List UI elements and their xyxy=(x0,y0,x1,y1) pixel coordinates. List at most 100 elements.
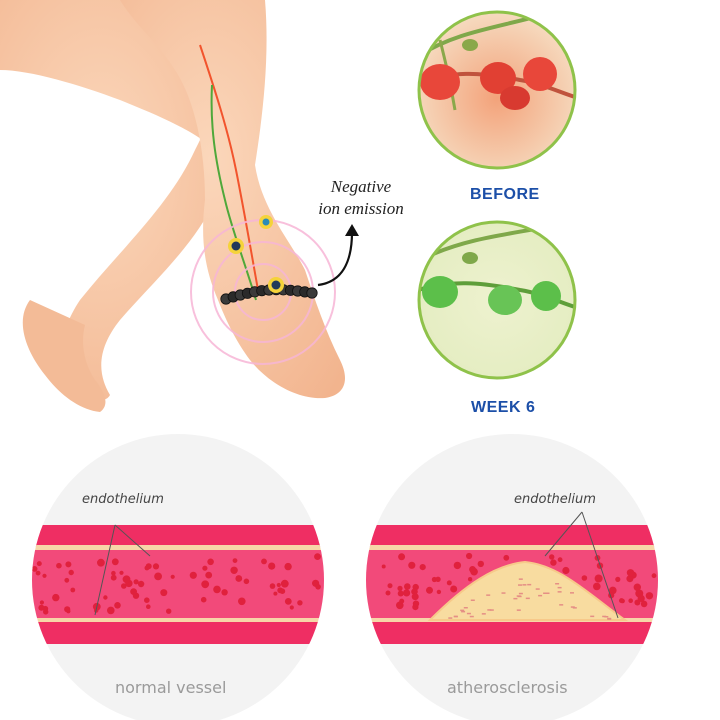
blood-cell xyxy=(268,562,276,570)
blood-cell xyxy=(435,576,441,582)
blood-cell xyxy=(70,587,76,593)
plaque-fleck xyxy=(448,617,453,619)
vein-line xyxy=(210,84,257,301)
week6-label: WEEK 6 xyxy=(471,399,536,416)
plaque-fleck xyxy=(460,609,465,612)
blood-cell xyxy=(408,561,416,569)
blood-cell xyxy=(144,597,150,603)
blood-cell xyxy=(284,562,292,571)
endothelium-label-normal: endothelium xyxy=(82,492,164,507)
plaque-fleck xyxy=(572,607,577,609)
plaque-fleck xyxy=(518,578,523,580)
front-leg xyxy=(120,0,345,399)
blood-cell xyxy=(633,583,641,591)
blood-cell xyxy=(419,564,426,571)
plaque-fleck xyxy=(513,597,518,600)
atherosclerosis-caption: atherosclerosis xyxy=(447,678,568,697)
blood-cell xyxy=(230,566,238,574)
blood-cell xyxy=(626,569,635,577)
blood-cell xyxy=(205,571,213,579)
blood-cell xyxy=(64,606,71,613)
blood-cell xyxy=(381,564,386,569)
blood-cell xyxy=(549,554,555,560)
blood-cell xyxy=(411,593,419,601)
blood-cell xyxy=(557,557,563,563)
blood-cell xyxy=(284,598,292,605)
plaque-fleck xyxy=(525,597,530,600)
blood-cell xyxy=(144,565,150,571)
blood-cell xyxy=(152,563,160,570)
back-leg xyxy=(0,0,250,401)
blood-cell xyxy=(619,598,624,604)
plaque-fleck xyxy=(489,609,494,611)
blood-cell xyxy=(133,579,139,585)
plaque-fleck xyxy=(543,592,548,594)
plaque-fleck xyxy=(470,599,475,601)
plaque-fleck xyxy=(557,591,562,593)
blood-cell xyxy=(207,558,214,566)
blood-cell xyxy=(52,593,60,602)
blood-cell xyxy=(243,578,250,585)
blood-cell xyxy=(477,560,484,568)
blood-cell xyxy=(297,600,303,606)
blood-cell xyxy=(466,552,473,560)
blood-cell xyxy=(122,575,131,584)
blood-cell xyxy=(314,553,321,560)
ion-label-line1: Negative xyxy=(330,177,392,196)
plaque-fleck xyxy=(518,584,522,586)
plaque-fleck xyxy=(559,604,564,606)
blood-cell xyxy=(446,580,452,586)
blood-cell xyxy=(469,566,476,573)
blood-cell xyxy=(64,577,70,583)
blood-cell xyxy=(403,589,411,597)
plaque-fleck xyxy=(570,592,574,594)
blood-cell xyxy=(121,583,127,589)
blood-cell xyxy=(289,605,294,610)
blood-cell xyxy=(238,597,246,606)
ion-label-line2: ion emission xyxy=(318,199,404,218)
ion-emission-label: Negative ion emission xyxy=(306,176,416,220)
plaque-fleck xyxy=(501,592,506,594)
plaque xyxy=(427,560,629,621)
plaque-fleck xyxy=(535,588,540,590)
plaque-fleck xyxy=(518,592,523,595)
blood-cell xyxy=(581,575,588,581)
blood-cell xyxy=(315,584,321,590)
blood-cell xyxy=(68,569,74,576)
blood-cell xyxy=(280,579,289,588)
blood-cell xyxy=(651,573,657,579)
plaque-fleck xyxy=(461,610,466,613)
blood-cell xyxy=(111,570,116,576)
normal-vessel-panel xyxy=(32,434,324,720)
blood-cell xyxy=(42,573,47,578)
blood-cell xyxy=(279,588,286,594)
ion-particle-icon xyxy=(259,215,273,229)
plaque-fleck xyxy=(463,607,468,609)
blood-cell xyxy=(397,585,403,592)
blood-cell xyxy=(114,602,121,609)
blood-cell xyxy=(398,553,406,561)
normal-vessel-caption: normal vessel xyxy=(115,678,227,697)
blood-cell xyxy=(276,582,281,588)
blood-cell xyxy=(645,592,654,600)
blood-cell xyxy=(36,561,42,567)
blood-cell xyxy=(39,600,45,605)
blood-cell xyxy=(562,566,570,575)
blood-cell xyxy=(235,575,243,582)
blood-cell xyxy=(426,586,433,594)
blood-cell xyxy=(201,580,210,589)
blood-cell xyxy=(467,577,473,582)
blood-cell xyxy=(202,565,208,571)
before-circle xyxy=(417,10,577,170)
blood-cell xyxy=(111,558,119,566)
after-circle xyxy=(417,220,577,380)
plaque-fleck xyxy=(607,617,612,620)
blood-cell xyxy=(628,598,633,603)
blood-cell xyxy=(412,600,420,607)
ion-particle-icon xyxy=(228,238,244,254)
blood-cell xyxy=(107,606,115,615)
blood-cell xyxy=(137,580,145,588)
